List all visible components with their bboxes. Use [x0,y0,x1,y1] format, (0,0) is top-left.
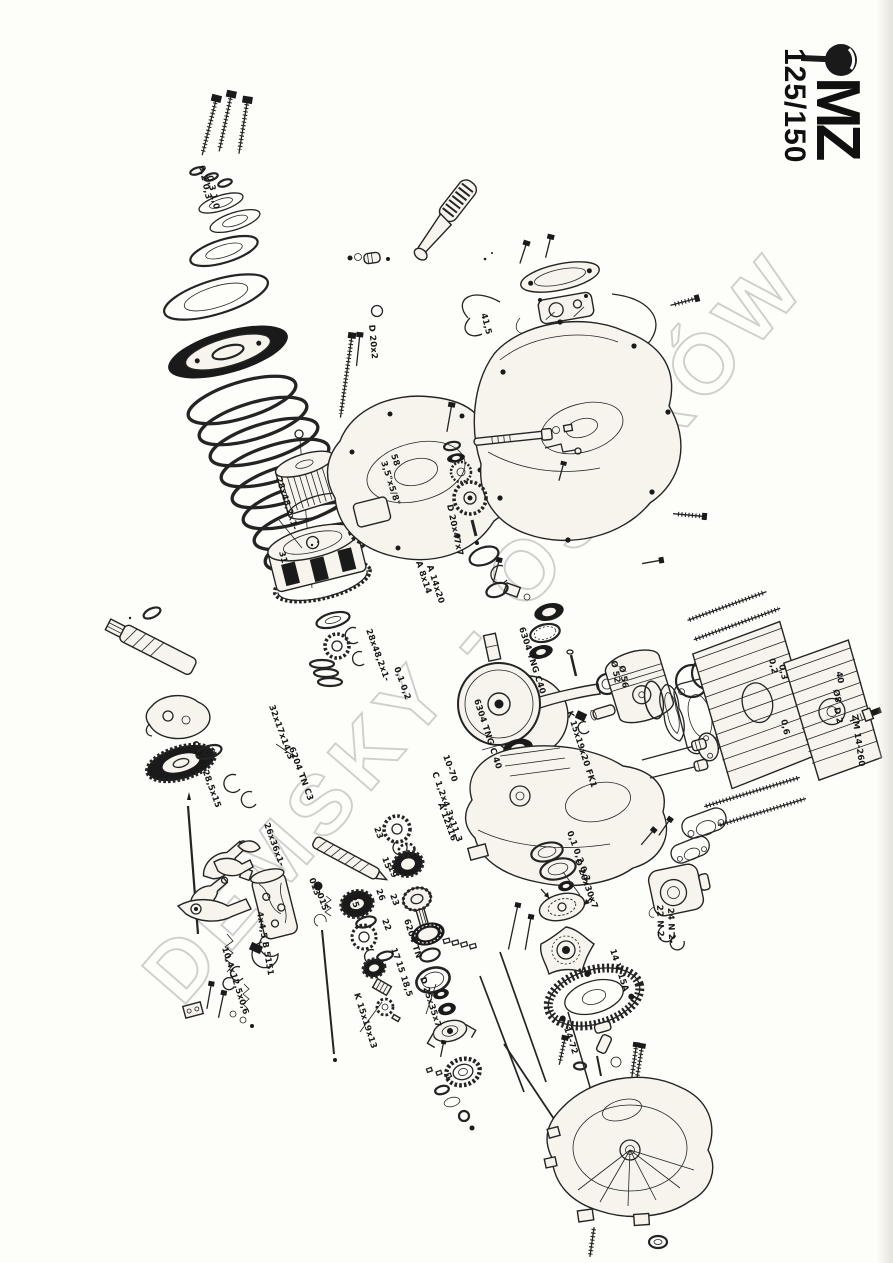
crankshaft-assembly [457,602,726,792]
cylinder-studs [687,590,807,828]
part-label: 0,6 [778,719,791,736]
gearbox-gears [339,814,433,1023]
mz-logo: MZ [801,44,872,161]
part-label: 40 [833,671,845,685]
clutch-side-cover [543,1076,714,1257]
gearbox-bearings-and-seals [411,922,482,1131]
model-number-text: 125/150 [778,48,811,163]
part-label: 26 [373,888,387,903]
label-leader-line [275,743,296,758]
part-label: 19 [385,865,399,880]
sprocket-hub [426,1019,477,1049]
label-leader-line [425,983,437,1015]
cover-hardware [503,1034,646,1129]
clutch-bolts [189,89,253,188]
piston [604,649,675,724]
left-engine-cover [326,395,514,561]
ignition-cover [473,294,708,601]
part-label: D 20x2 [366,324,379,359]
page-edge-shadow [877,0,893,1263]
crankcase-upper [464,738,709,887]
part-label: 25 [347,895,361,910]
output-sprocket [444,1056,482,1088]
part-label: Ø8 [830,688,844,704]
shift-drum [249,868,298,940]
generator-stator [479,901,645,1095]
part-label: 22 N 2- [654,905,665,941]
manifold-gaskets [670,807,727,864]
ignition-coil [640,815,711,951]
part-label: Ø 52 [608,660,623,684]
tach-drive-parts [442,401,582,599]
gear-selector-parts [176,857,337,1062]
part-label: 22 [379,918,393,933]
part-label: D 2 [831,707,844,725]
ignition-cover-screws [519,233,555,264]
part-label: 24 N 2- [665,908,676,944]
part-label: 31 [276,550,289,564]
oil-seals [530,841,577,892]
label-leader-line [359,1001,383,1033]
kickstart-lever [347,179,478,318]
label-leader-line [481,741,511,751]
generator-rotor [539,926,595,976]
cover-bolts [338,331,364,418]
ignition-points [461,291,657,347]
ignition-cam-plate [538,888,593,922]
points-cover-plate [520,261,600,293]
gearbox-input-shaft [312,836,389,881]
wrist-pin [590,704,616,721]
part-label: 17 [388,947,402,962]
part-label: K 15x19x13 [351,992,378,1050]
part-label: 10-70 [440,754,459,784]
part-label: 15 18,5 [393,960,414,998]
part-label: 23 [387,893,401,908]
kickstart-shaft [104,606,257,809]
part-label: 58 [388,453,401,468]
part-label: 41,5 [478,312,493,336]
scan-specks [128,252,493,620]
part-label: 015 [314,892,330,913]
spark-plug [849,707,882,723]
part-label: Ø 56 [616,665,631,689]
part-label: 0,2 [766,658,779,675]
clutch-pressure-plate [168,325,288,379]
part-label: D 25x35x7 [417,976,443,1029]
label-leader-line [562,871,581,896]
model-number: 125/150 [778,48,811,163]
mz-logo-text: MZ [803,77,872,161]
part-label: 15 [379,856,393,871]
clutch-shims-and-plates [163,192,288,379]
part-label: 23 [371,826,385,841]
part-label: 0,3 [776,664,789,681]
label-leader-line [278,519,303,549]
